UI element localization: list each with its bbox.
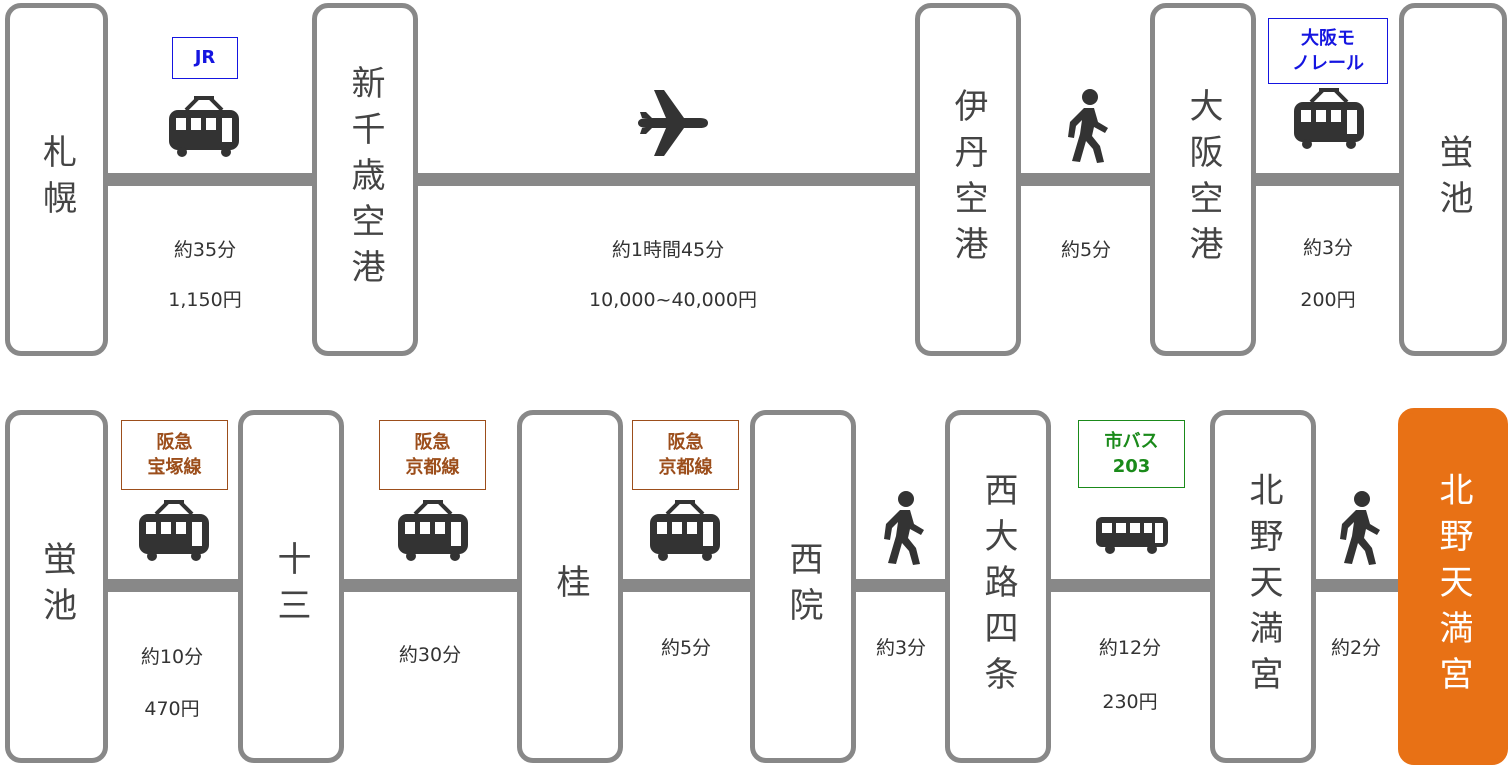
station-label: 桂 <box>550 563 590 610</box>
bus-icon <box>1096 517 1168 554</box>
station-katsura: 桂 <box>517 410 623 763</box>
badge-line: 203 <box>1112 456 1151 477</box>
segment-time: 約2分 <box>1330 637 1382 659</box>
badge-line: 阪急 <box>156 431 193 453</box>
segment-fare: 10,000~40,000円 <box>589 289 757 311</box>
segment-time: 約3分 <box>1302 237 1354 259</box>
line-badge-osaka-monorail: 大阪モ ノレール <box>1268 18 1388 84</box>
segment-fare: 200円 <box>1300 289 1356 311</box>
train-icon <box>398 500 468 561</box>
destination-label: 北野天満宮 <box>1433 471 1473 702</box>
line-badge-jr: JR <box>172 37 238 79</box>
station-itami-airport: 伊丹空港 <box>915 3 1021 356</box>
train-icon <box>169 96 239 157</box>
station-sapporo: 札幌 <box>5 3 108 356</box>
segment-time: 約5分 <box>1060 239 1112 261</box>
badge-line: 宝塚線 <box>147 457 202 478</box>
walk-icon <box>1340 491 1380 565</box>
badge-line: 大阪モ <box>1301 27 1355 49</box>
line-badge-city-bus-203: 市バス 203 <box>1078 420 1185 488</box>
segment-time: 約5分 <box>660 637 712 659</box>
route-line-row1 <box>100 173 1410 186</box>
badge-line: ノレール <box>1292 53 1364 74</box>
station-label: 西大路四条 <box>978 471 1018 702</box>
station-label: 札幌 <box>36 133 77 226</box>
station-nishioji-shijo: 西大路四条 <box>945 410 1051 763</box>
badge-line: 京都線 <box>405 457 460 478</box>
segment-fare: 230円 <box>1102 691 1158 713</box>
line-badge-hankyu-kyoto: 阪急 京都線 <box>632 420 739 490</box>
badge-line: 阪急 <box>414 431 451 453</box>
segment-time: 約10分 <box>140 646 204 668</box>
line-badge-hankyu-takarazuka: 阪急 宝塚線 <box>121 420 228 490</box>
train-icon <box>1294 88 1364 149</box>
segment-fare: 470円 <box>144 698 200 720</box>
station-label: 蛍池 <box>36 540 77 633</box>
segment-fare: 1,150円 <box>168 289 242 311</box>
station-new-chitose-airport: 新千歳空港 <box>312 3 418 356</box>
segment-time: 約30分 <box>398 644 462 666</box>
station-osaka-airport: 大阪空港 <box>1150 3 1256 356</box>
badge-line: 京都線 <box>658 457 713 478</box>
station-juso: 十三 <box>238 410 344 763</box>
station-label: 北野天満宮 <box>1243 471 1283 702</box>
station-label: 蛍池 <box>1433 133 1473 226</box>
segment-time: 約1時間45分 <box>611 239 725 261</box>
station-label: 西院 <box>783 540 823 633</box>
airplane-icon <box>638 90 708 156</box>
station-saiin: 西院 <box>750 410 856 763</box>
station-label: 新千歳空港 <box>345 64 385 295</box>
station-label: 伊丹空港 <box>948 87 988 272</box>
destination-kitano-tenmangu: 北野天満宮 <box>1398 408 1508 765</box>
line-badge-hankyu-kyoto: 阪急 京都線 <box>379 420 486 490</box>
walk-icon <box>1068 89 1108 163</box>
badge-line: JR <box>194 47 216 69</box>
train-icon <box>139 500 209 561</box>
segment-time: 約35分 <box>173 239 237 261</box>
station-hotarugaike: 蛍池 <box>5 410 108 763</box>
station-hotarugaike: 蛍池 <box>1399 3 1507 356</box>
station-label: 大阪空港 <box>1183 87 1223 272</box>
badge-line: 市バス <box>1104 430 1159 452</box>
badge-line: 阪急 <box>667 431 704 453</box>
segment-time: 約12分 <box>1098 637 1162 659</box>
walk-icon <box>884 491 924 565</box>
train-icon <box>650 500 720 561</box>
segment-time: 約3分 <box>875 637 927 659</box>
station-label: 十三 <box>271 540 311 633</box>
station-kitano-tenmangu-stop: 北野天満宮 <box>1210 410 1316 763</box>
